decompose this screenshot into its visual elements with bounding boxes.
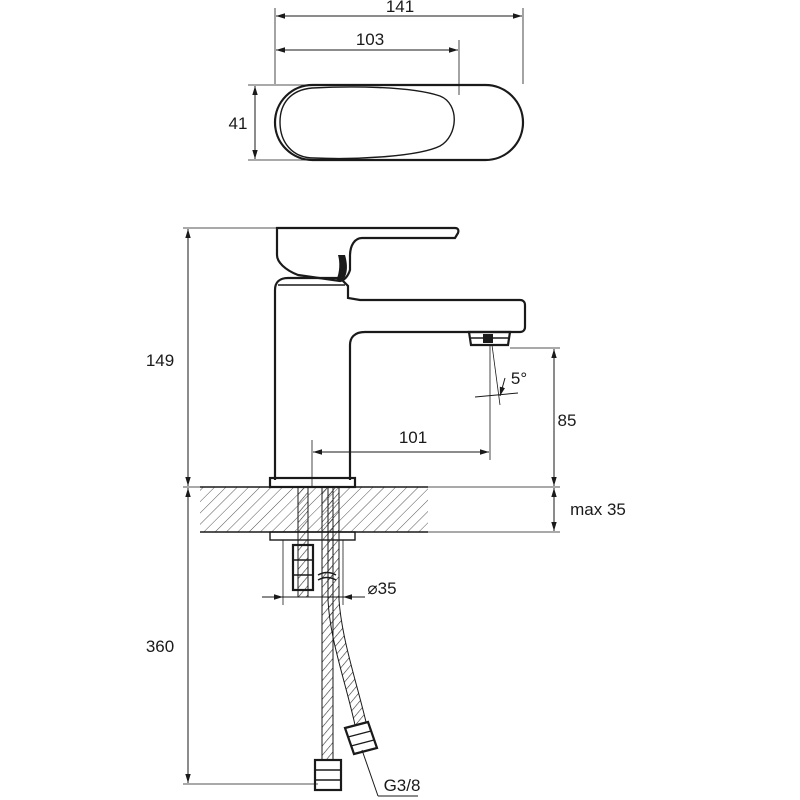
hose-2-nut: [343, 720, 379, 756]
mounting-washer: [269, 531, 356, 541]
aerator: [467, 330, 512, 347]
angle-arrow: [499, 377, 506, 397]
break-mark: [317, 576, 337, 581]
countertop-hatch: [200, 487, 428, 532]
hole-diameter-label: ⌀35: [367, 579, 396, 598]
hose-nut-line: [347, 730, 372, 738]
mounting-nut: [291, 543, 315, 592]
spout-clearance-label: 85: [558, 411, 577, 430]
connection-thread-label: G3/8: [384, 776, 421, 795]
faucet-body-outline: [273, 276, 527, 480]
handle-lever-outline: [275, 226, 460, 283]
handle-length-label: 103: [356, 30, 384, 49]
side-view: 149 360 85 max 35 101 5° ⌀35 G3/8: [146, 226, 626, 797]
thread-leader-line: [361, 749, 379, 797]
top-view-handle-outline: [279, 86, 455, 160]
top-view: 141 103 41: [229, 0, 525, 162]
total-height-label: 149: [146, 351, 174, 370]
handle-shadow: [336, 255, 347, 281]
angle-arc-line: [474, 392, 519, 398]
hose-nut-line: [350, 739, 375, 747]
top-view-body-outline: [273, 83, 525, 162]
threaded-rod: [297, 486, 309, 598]
spout-reach-label: 101: [399, 428, 427, 447]
break-mark: [317, 571, 337, 576]
faucet-base-flange: [268, 476, 357, 489]
spout-angle-label: 5°: [511, 369, 527, 388]
hose-length-label: 360: [146, 637, 174, 656]
overall-length-label: 141: [386, 0, 414, 16]
hose-1-nut: [313, 758, 343, 792]
countertop-thickness-label: max 35: [570, 500, 626, 519]
top-height-label: 41: [229, 114, 248, 133]
angle-line: [491, 344, 501, 406]
